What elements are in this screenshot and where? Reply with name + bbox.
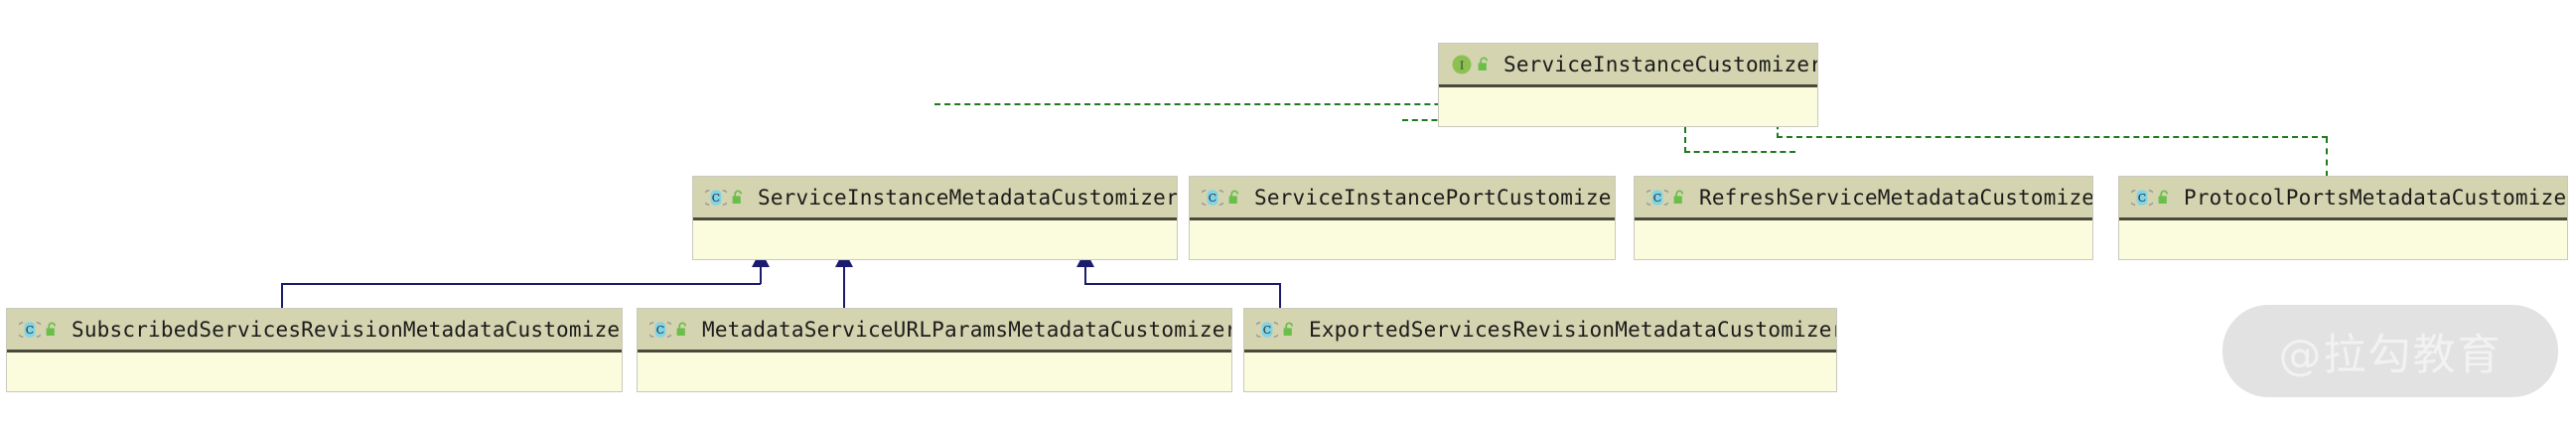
uml-node-title: ServiceInstanceMetadataCustomizer — [758, 185, 1177, 210]
uml-node-metadata-service-url-params-metadata-customizer[interactable]: C MetadataServiceURLParamsMetadataCustom… — [637, 308, 1232, 392]
class-icon: C — [705, 187, 727, 209]
uml-node-header: C ExportedServicesRevisionMetadataCustom… — [1244, 309, 1836, 353]
uml-node-title: ServiceInstancePortCustomizer — [1254, 185, 1615, 210]
class-icon: C — [1202, 187, 1223, 209]
unlock-icon — [45, 322, 59, 338]
uml-node-title: ProtocolPortsMetadataCustomizer — [2184, 185, 2567, 210]
svg-text:C: C — [656, 324, 664, 337]
svg-text:C: C — [1653, 192, 1661, 205]
uml-node-title: MetadataServiceURLParamsMetadataCustomiz… — [702, 317, 1231, 342]
uml-node-header: C MetadataServiceURLParamsMetadataCustom… — [638, 309, 1231, 353]
edge-segment — [1684, 127, 1686, 153]
svg-text:C: C — [26, 324, 34, 337]
uml-node-service-instance-port-customizer[interactable]: C ServiceInstancePortCustomizer — [1189, 176, 1616, 260]
class-icon: C — [19, 319, 41, 341]
uml-node-body — [7, 353, 622, 391]
unlock-icon — [1227, 190, 1241, 206]
edge-segment — [1777, 136, 2328, 138]
uml-node-body — [1635, 220, 2092, 259]
uml-node-header: C RefreshServiceMetadataCustomizer — [1635, 177, 2092, 220]
svg-text:C: C — [2138, 192, 2146, 205]
uml-node-refresh-service-metadata-customizer[interactable]: C RefreshServiceMetadataCustomizer — [1634, 176, 2093, 260]
svg-text:I: I — [1460, 59, 1464, 71]
edge-segment — [1279, 283, 1281, 309]
unlock-icon — [1477, 57, 1491, 72]
uml-node-body — [1439, 87, 1817, 126]
edge-segment — [281, 283, 761, 285]
uml-node-body — [693, 220, 1177, 259]
uml-node-service-instance-customizer[interactable]: I ServiceInstanceCustomizer — [1438, 43, 1818, 127]
uml-node-body — [638, 353, 1231, 391]
uml-node-exported-services-revision-metadata-customizer[interactable]: C ExportedServicesRevisionMetadataCustom… — [1243, 308, 1837, 392]
uml-node-header: C ProtocolPortsMetadataCustomizer — [2119, 177, 2567, 220]
uml-node-body — [1190, 220, 1615, 259]
uml-node-header: C ServiceInstancePortCustomizer — [1190, 177, 1615, 220]
uml-node-header: C SubscribedServicesRevisionMetadataCust… — [7, 309, 622, 353]
class-icon: C — [649, 319, 671, 341]
svg-text:C: C — [1263, 324, 1271, 337]
edge-segment — [934, 103, 1520, 105]
uml-node-body — [2119, 220, 2567, 259]
uml-node-service-instance-metadata-customizer[interactable]: C ServiceInstanceMetadataCustomizer — [692, 176, 1178, 260]
watermark-text: @拉勾教育 — [2278, 330, 2503, 380]
uml-node-body — [1244, 353, 1836, 391]
unlock-icon — [675, 322, 689, 338]
uml-node-protocol-ports-metadata-customizer[interactable]: C ProtocolPortsMetadataCustomizer — [2118, 176, 2568, 260]
edge-segment — [760, 266, 762, 284]
unlock-icon — [731, 190, 745, 206]
class-icon: C — [1646, 187, 1668, 209]
watermark-badge: @拉勾教育 — [2222, 305, 2558, 397]
edge-segment — [2326, 137, 2328, 177]
uml-node-header: I ServiceInstanceCustomizer — [1439, 44, 1817, 87]
uml-node-subscribed-services-revision-metadata-customizer[interactable]: C SubscribedServicesRevisionMetadataCust… — [6, 308, 623, 392]
unlock-icon — [1282, 322, 1296, 338]
uml-node-title: ExportedServicesRevisionMetadataCustomiz… — [1309, 317, 1836, 342]
unlock-icon — [2157, 190, 2171, 206]
class-icon: C — [2131, 187, 2153, 209]
uml-node-title: ServiceInstanceCustomizer — [1503, 52, 1817, 76]
uml-node-header: C ServiceInstanceMetadataCustomizer — [693, 177, 1177, 220]
uml-node-title: SubscribedServicesRevisionMetadataCustom… — [72, 317, 622, 342]
svg-text:C: C — [1209, 192, 1216, 205]
interface-icon: I — [1451, 54, 1473, 75]
unlock-icon — [1672, 190, 1686, 206]
edge-segment — [1084, 266, 1086, 284]
edge-segment — [281, 283, 283, 309]
class-icon: C — [1256, 319, 1278, 341]
edge-segment — [1684, 151, 1795, 153]
edge-segment — [843, 266, 845, 309]
uml-node-title: RefreshServiceMetadataCustomizer — [1699, 185, 2092, 210]
svg-text:C: C — [712, 192, 720, 205]
edge-segment — [1084, 283, 1281, 285]
